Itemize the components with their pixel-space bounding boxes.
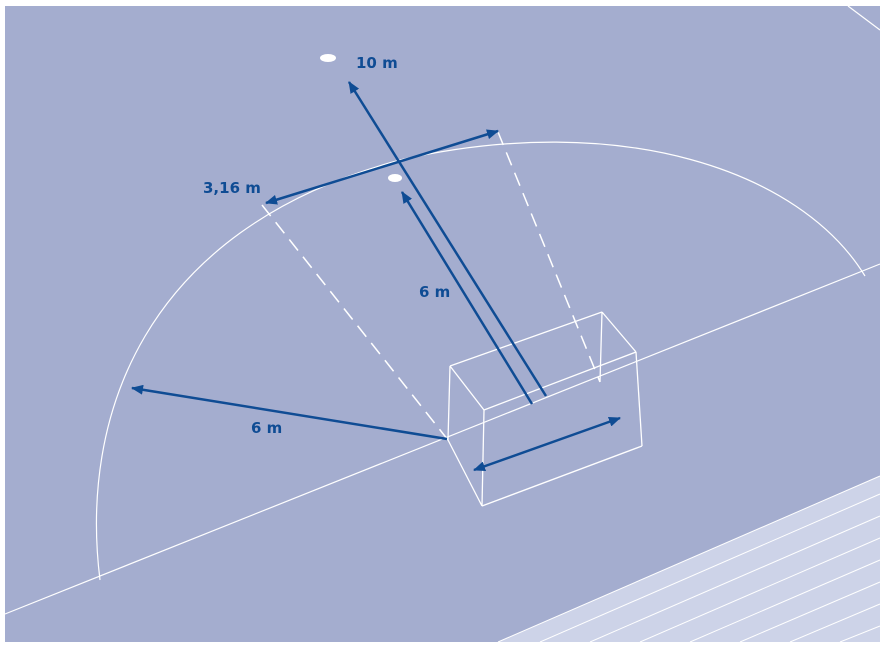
arrow-goal-depth (473, 416, 621, 472)
projection-lines (261, 131, 601, 441)
label-mark-distance: 6 m (419, 283, 450, 301)
arrow-6m-radius (131, 384, 448, 441)
label-goal-width: 3,16 m (203, 179, 261, 197)
top-right-line (847, 5, 881, 31)
label-arc-radius: 6 m (251, 419, 282, 437)
penalty-mark (320, 54, 336, 62)
label-penalty-distance: 10 m (356, 54, 398, 72)
arc-mark (388, 174, 402, 182)
arrow-6m-mark (400, 191, 534, 405)
edge-strip-lines (497, 475, 881, 643)
playing-field (5, 6, 880, 642)
arrow-goal-width (265, 129, 499, 205)
